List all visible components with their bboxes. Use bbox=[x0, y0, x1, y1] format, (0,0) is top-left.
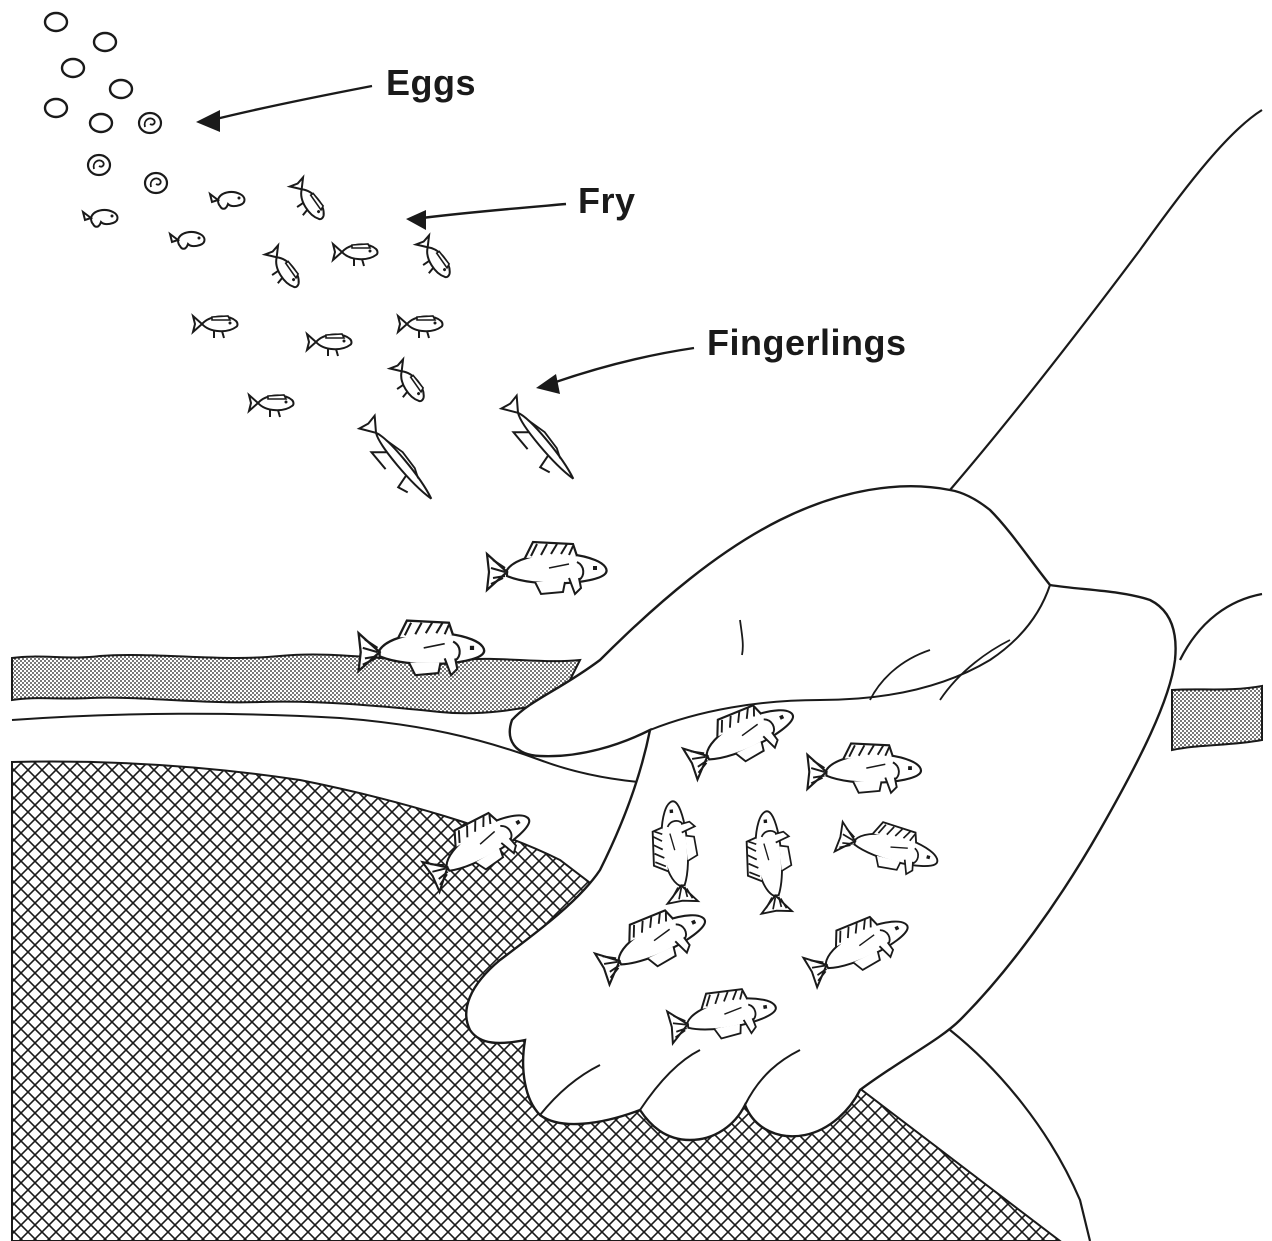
arm bbox=[950, 110, 1262, 490]
eggs-group bbox=[45, 13, 167, 193]
arrow-eggs bbox=[196, 86, 372, 132]
arrow-fingerlings bbox=[536, 348, 694, 394]
fingerlings-label: Fingerlings bbox=[707, 322, 907, 364]
water-strip-left bbox=[12, 654, 580, 713]
fry-label: Fry bbox=[578, 180, 636, 222]
hatchlings-group bbox=[83, 192, 245, 249]
wrist bbox=[1180, 594, 1262, 660]
water-strip-right bbox=[1172, 686, 1262, 750]
eggs-label: Eggs bbox=[386, 62, 476, 104]
arrow-fry bbox=[406, 204, 566, 230]
fry-group bbox=[193, 177, 455, 417]
